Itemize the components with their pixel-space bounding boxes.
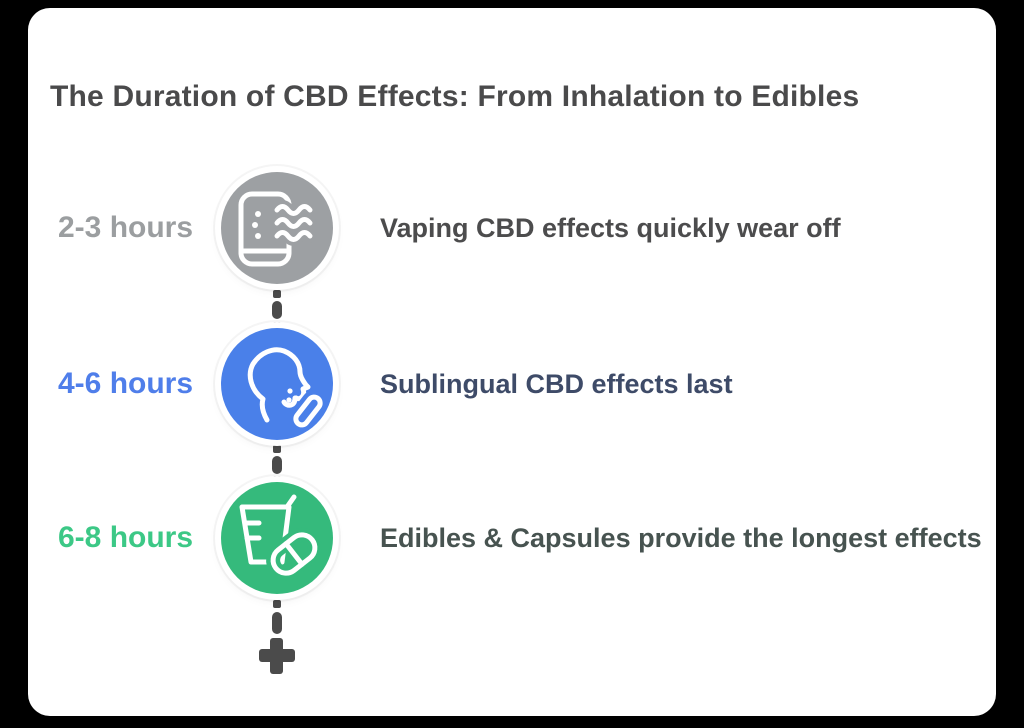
infographic-card: The Duration of CBD Effects: From Inhala… [28, 8, 996, 716]
time-label-sublingual: 4-6 hours [58, 367, 194, 400]
timeline-connector-dot [273, 290, 281, 298]
description-sublingual: Sublingual CBD effects last [380, 369, 733, 399]
time-label-inhalation: 2-3 hours [58, 211, 194, 244]
timeline-connector-dot [273, 322, 281, 330]
page-title: The Duration of CBD Effects: From Inhala… [50, 80, 860, 113]
timeline-connector-bar [272, 301, 282, 319]
vape-device-smoke-icon [221, 172, 333, 284]
edibles-glass-capsule-icon [221, 482, 333, 594]
sublingual-head-dropper-icon [221, 328, 333, 440]
description-inhalation: Vaping CBD effects quickly wear off [380, 213, 841, 243]
plus-icon [259, 649, 295, 662]
description-edibles: Edibles & Capsules provide the longest e… [380, 523, 982, 553]
time-label-edibles: 6-8 hours [58, 521, 194, 554]
timeline-connector-dot [273, 476, 281, 484]
timeline-connector-dot [273, 445, 281, 453]
timeline-connector-bar [272, 612, 282, 634]
timeline-connector-bar [272, 456, 282, 474]
timeline-connector-dot [273, 600, 281, 608]
